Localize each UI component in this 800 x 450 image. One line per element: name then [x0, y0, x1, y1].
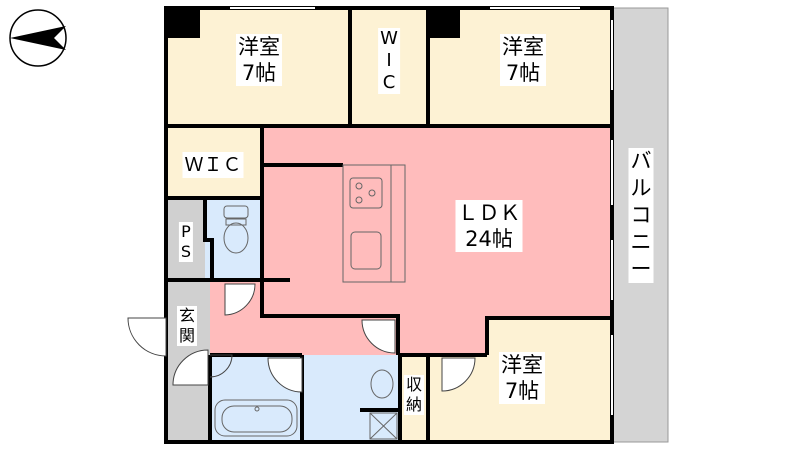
doors — [127, 283, 476, 393]
char: 関 — [178, 326, 196, 345]
char: P — [181, 222, 191, 241]
room-name: ＷＩＣ — [184, 154, 242, 176]
washer-pan-icon — [369, 412, 398, 440]
room-size: 24帖 — [465, 227, 513, 251]
bathtub-icon — [214, 399, 298, 437]
entrance-label: 玄 関 — [176, 306, 198, 346]
room-size: 7帖 — [505, 61, 541, 85]
char: ル — [630, 176, 652, 200]
room-name: ＬＤＫ — [457, 201, 521, 225]
room-size: 7帖 — [241, 61, 277, 85]
ldk-label: ＬＤＫ 24帖 — [455, 200, 523, 252]
north-arrow-icon — [9, 9, 67, 67]
ps-label: P S — [178, 222, 194, 262]
char: バ — [630, 149, 652, 173]
char: コ — [630, 203, 652, 227]
wic-top-label: W I C — [378, 28, 400, 94]
bedroom-2-label: 洋室 7帖 — [500, 34, 546, 86]
storage-label: 収 納 — [403, 375, 425, 415]
char: ー — [630, 257, 652, 281]
sink-icon — [370, 369, 394, 399]
wic-left-label: ＷＩＣ — [182, 152, 244, 178]
walls — [164, 6, 614, 444]
room-name: 洋室 — [502, 35, 544, 59]
room-name: 洋室 — [238, 35, 280, 59]
toilet-icon — [223, 205, 249, 254]
char: 納 — [405, 395, 423, 414]
room-size: 7帖 — [504, 379, 540, 403]
bedroom-1-label: 洋室 7帖 — [236, 34, 282, 86]
room-name: 洋室 — [501, 353, 543, 377]
balcony-label: バ ル コ ニ ー — [628, 148, 654, 283]
char: 収 — [405, 375, 423, 394]
bedroom-3-label: 洋室 7帖 — [499, 352, 545, 404]
toilet-room — [205, 200, 262, 278]
char: I — [386, 50, 392, 71]
kitchen-counter — [342, 164, 406, 283]
char: 玄 — [178, 306, 196, 325]
char: W — [380, 28, 398, 49]
char: C — [382, 72, 396, 93]
char: S — [180, 242, 192, 261]
char: ニ — [630, 230, 652, 254]
